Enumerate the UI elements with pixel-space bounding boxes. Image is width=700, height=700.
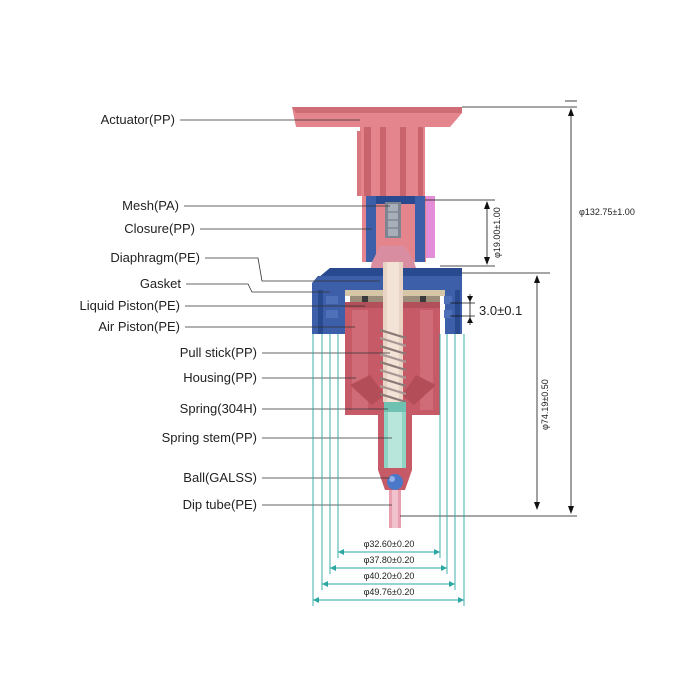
dim-diameter-49: φ49.76±0.20 (364, 587, 415, 597)
label-pull-stick: Pull stick(PP) (180, 345, 257, 360)
dim-total-height: φ132.75±1.00 (579, 207, 635, 217)
label-spring: Spring(304H) (180, 401, 257, 416)
pink-strip (426, 196, 435, 258)
labels: Actuator(PP) Mesh(PA) Closure(PP) Diaphr… (80, 112, 392, 512)
label-closure: Closure(PP) (124, 221, 195, 236)
dim-diameter-40: φ40.20±0.20 (364, 571, 415, 581)
dim-gasket-thickness: 3.0±0.1 (479, 303, 522, 318)
dim-housing-height: φ74.19±0.50 (540, 379, 550, 430)
bottom-dimensions: φ32.60±0.20 φ37.80±0.20 φ40.20±0.20 φ49.… (312, 334, 465, 606)
pump-illustration (292, 107, 462, 528)
dim-diameter-32: φ32.60±0.20 (364, 539, 415, 549)
label-gasket: Gasket (140, 276, 182, 291)
label-air-piston: Air Piston(PE) (98, 319, 180, 334)
label-mesh: Mesh(PA) (122, 198, 179, 213)
label-actuator: Actuator(PP) (101, 112, 175, 127)
dim-closure-height: φ19.00±1.00 (492, 207, 502, 258)
label-diaphragm: Diaphragm(PE) (110, 250, 200, 265)
actuator-part (292, 107, 462, 196)
dim-diameter-37: φ37.80±0.20 (364, 555, 415, 565)
ball-part (378, 470, 412, 490)
label-ball: Ball(GALSS) (183, 470, 257, 485)
label-liquid-piston: Liquid Piston(PE) (80, 298, 180, 313)
right-dimensions: φ132.75±1.00 φ19.00±1.00 φ74.19±0.50 3.0… (400, 100, 635, 517)
spring-stem-part (384, 402, 406, 468)
label-spring-stem: Spring stem(PP) (162, 430, 257, 445)
mesh-part (385, 202, 401, 238)
label-housing: Housing(PP) (183, 370, 257, 385)
label-dip-tube: Dip tube(PE) (183, 497, 257, 512)
spring-part (379, 328, 407, 404)
